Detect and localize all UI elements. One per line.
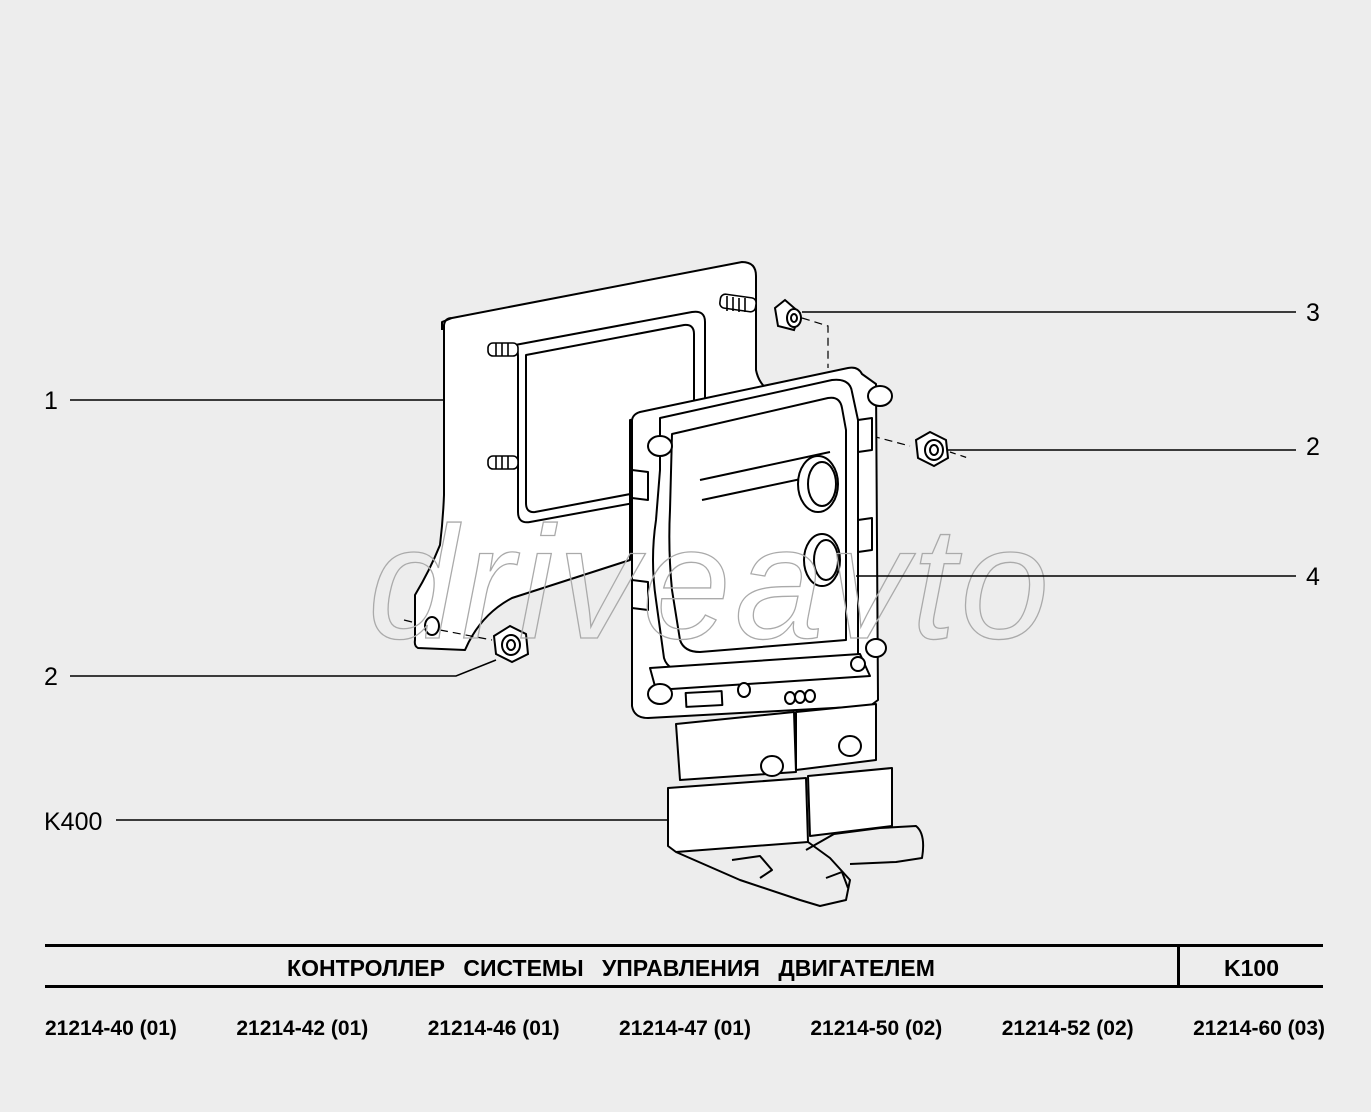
- harness-connector: [667, 767, 925, 907]
- title-divider: [1177, 947, 1180, 985]
- model-item: 21214-40 (01): [45, 1017, 177, 1040]
- callout-3: 3: [1306, 299, 1320, 327]
- spacer-bushing: [773, 298, 802, 332]
- title-bar: КОНТРОЛЛЕР СИСТЕМЫ УПРАВЛЕНИЯ ДВИГАТЕЛЕМ…: [45, 944, 1323, 988]
- page-title: КОНТРОЛЛЕР СИСТЕМЫ УПРАВЛЕНИЯ ДВИГАТЕЛЕМ: [287, 955, 935, 981]
- callout-4: 4: [1306, 563, 1320, 591]
- flange-nut-right: [914, 430, 950, 468]
- callout-1: 1: [44, 387, 58, 415]
- callout-2-left: 2: [44, 663, 58, 691]
- watermark: driveavto: [368, 493, 1053, 672]
- callout-k400: K400: [44, 808, 102, 836]
- model-item: 21214-52 (02): [1001, 1017, 1134, 1040]
- ecu-controller: [631, 366, 893, 781]
- stud-bolts: [487, 293, 757, 470]
- model-item: 21214-47 (01): [619, 1017, 751, 1040]
- flange-nut-left: [492, 624, 530, 664]
- model-item: 21214-60 (03): [1193, 1017, 1325, 1040]
- callout-2-right: 2: [1306, 433, 1320, 461]
- catalog-code: K100: [1224, 955, 1279, 981]
- model-item: 21214-46 (01): [427, 1017, 560, 1040]
- model-item: 21214-50 (02): [810, 1017, 943, 1040]
- model-list: 21214-40 (01) 21214-42 (01) 21214-46 (01…: [45, 1012, 1325, 1046]
- model-item: 21214-42 (01): [236, 1017, 369, 1040]
- leader-lines: [70, 311, 1296, 821]
